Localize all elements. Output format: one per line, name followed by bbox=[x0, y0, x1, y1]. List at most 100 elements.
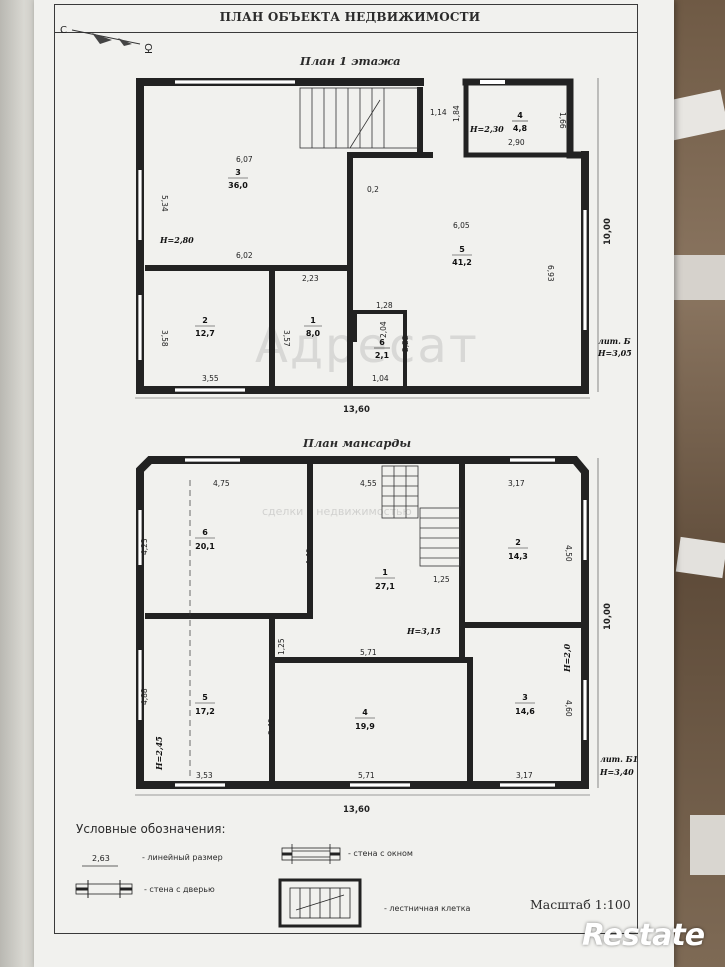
dimension-label: 6,05 bbox=[453, 221, 470, 230]
dimension-label: 2,90 bbox=[508, 138, 525, 147]
room-number: 3 bbox=[235, 168, 241, 177]
dimension-label: 2,04 bbox=[379, 321, 388, 338]
overall-width: 13,60 bbox=[343, 405, 370, 415]
dimension-label: 1,14 bbox=[430, 108, 447, 117]
height-label: H=3,15 bbox=[406, 626, 441, 636]
legend-door-wall-symbol bbox=[75, 880, 133, 898]
floor1-window-lines bbox=[137, 79, 588, 393]
room-number: 3 bbox=[522, 693, 528, 702]
room-number: 4 bbox=[362, 708, 368, 717]
room-area: 12,7 bbox=[195, 329, 215, 338]
legend-item-label: - стена с окном bbox=[348, 849, 413, 858]
document-frame bbox=[54, 4, 638, 934]
scale-label: Масштаб 1:100 bbox=[530, 897, 631, 912]
dimension-label: 3,55 bbox=[202, 374, 219, 383]
dimension-label: 1,25 bbox=[277, 638, 286, 655]
dimension-label: 4,40 bbox=[305, 548, 314, 565]
room-number: 5 bbox=[202, 693, 208, 702]
height-label: H=2,30 bbox=[469, 124, 504, 134]
floor2-stairs bbox=[381, 465, 461, 567]
overall-width: 13,60 bbox=[343, 805, 370, 815]
floor2-title: План мансарды bbox=[303, 436, 412, 450]
dimension-label: 4,55 bbox=[360, 479, 377, 488]
room-number: 1 bbox=[310, 316, 316, 325]
room-number: 2 bbox=[202, 316, 208, 325]
dimension-label: 6,93 bbox=[546, 265, 555, 282]
dimension-label: 6,07 bbox=[236, 155, 253, 164]
overall-height: 10,00 bbox=[603, 603, 613, 630]
compass-south-label: Ю bbox=[144, 43, 155, 54]
brand-logo: Restate bbox=[582, 918, 705, 953]
dimension-label: 3,49 bbox=[267, 718, 276, 735]
floor1-dimension-lines bbox=[135, 78, 599, 399]
watermark-logo: Адресат bbox=[255, 318, 479, 374]
room-area: 36,0 bbox=[228, 181, 248, 190]
dimension-label: 3,58 bbox=[160, 330, 169, 347]
dimension-label: 2,22 bbox=[401, 335, 410, 352]
dimension-label: 1,28 bbox=[376, 301, 393, 310]
room-area: 20,1 bbox=[195, 542, 215, 551]
dimension-label: 3,17 bbox=[508, 479, 525, 488]
overall-height: 10,00 bbox=[603, 218, 613, 245]
legend-item-label: - лестничная клетка bbox=[384, 904, 471, 913]
height-label: H=2,45 bbox=[154, 736, 164, 771]
room-area: 4,8 bbox=[513, 124, 528, 133]
compass-icon bbox=[71, 29, 141, 46]
dimension-label: 1,84 bbox=[452, 105, 461, 122]
room-area: 19,9 bbox=[355, 722, 375, 731]
dimension-label: 1,66 bbox=[558, 112, 567, 129]
dimension-label: 3,53 bbox=[196, 771, 213, 780]
dimension-label: 4,60 bbox=[564, 700, 573, 717]
dimension-label: 4,23 bbox=[140, 538, 149, 555]
floor1-stairs bbox=[299, 87, 419, 149]
room-area: 41,2 bbox=[452, 258, 472, 267]
floor2-dimension-lines bbox=[135, 458, 599, 796]
title-divider bbox=[54, 32, 638, 33]
room-area: 17,2 bbox=[195, 707, 215, 716]
room-number: 5 bbox=[459, 245, 465, 254]
room-area: 27,1 bbox=[375, 582, 395, 591]
dimension-label: 6,02 bbox=[236, 251, 253, 260]
lit-label: лит. Б bbox=[598, 336, 631, 346]
floor2-walls bbox=[136, 456, 589, 789]
document-title: ПЛАН ОБЪЕКТА НЕДВИЖИМОСТИ bbox=[219, 10, 481, 24]
room-number: 1 bbox=[382, 568, 388, 577]
dimension-label: 1,25 bbox=[433, 575, 450, 584]
lit-label: лит. Б1 bbox=[600, 754, 638, 764]
dimension-label: 3,17 bbox=[516, 771, 533, 780]
dimension-label: 5,34 bbox=[160, 195, 169, 212]
room-area: 14,3 bbox=[508, 552, 528, 561]
background-right bbox=[665, 0, 725, 967]
legend-stairwell-symbol bbox=[278, 878, 362, 928]
floor1-windows bbox=[138, 80, 587, 392]
watermark-tagline: сделки с недвижимостью bbox=[262, 505, 412, 518]
background-scrap bbox=[670, 255, 725, 300]
room-area: 8,0 bbox=[306, 329, 321, 338]
dimension-label: 4,75 bbox=[213, 479, 230, 488]
dimension-label: 3,57 bbox=[282, 330, 291, 347]
height-label: H=3,40 bbox=[599, 767, 634, 777]
floor1-title: План 1 этажа bbox=[300, 54, 401, 68]
floor2-window-lines bbox=[137, 457, 588, 788]
dimension-label: 1,04 bbox=[372, 374, 389, 383]
background-left bbox=[0, 0, 40, 967]
room-number: 4 bbox=[517, 111, 523, 120]
dimension-label: 4,50 bbox=[564, 545, 573, 562]
compass-north-label: С bbox=[60, 25, 67, 36]
legend-window-wall-symbol bbox=[281, 844, 341, 864]
legend-item-label: - линейный размер bbox=[142, 853, 223, 862]
room-number: 2 bbox=[515, 538, 521, 547]
floor2-windows bbox=[138, 458, 587, 787]
legend-title: Условные обозначения: bbox=[76, 822, 226, 836]
dimension-label: 4,88 bbox=[140, 688, 149, 705]
legend-sample-dim: 2,63 bbox=[92, 854, 110, 863]
height-label: H=2,80 bbox=[159, 235, 194, 245]
dimension-label: 0,2 bbox=[367, 185, 379, 194]
room-area: 2,1 bbox=[375, 351, 390, 360]
room-area: 14,6 bbox=[515, 707, 535, 716]
room-number: 6 bbox=[379, 338, 385, 347]
legend-item-label: - стена с дверью bbox=[144, 885, 215, 894]
height-label: H=3,05 bbox=[597, 348, 632, 358]
height-label: H=2,0 bbox=[562, 643, 572, 673]
dimension-label: 5,71 bbox=[360, 648, 377, 657]
